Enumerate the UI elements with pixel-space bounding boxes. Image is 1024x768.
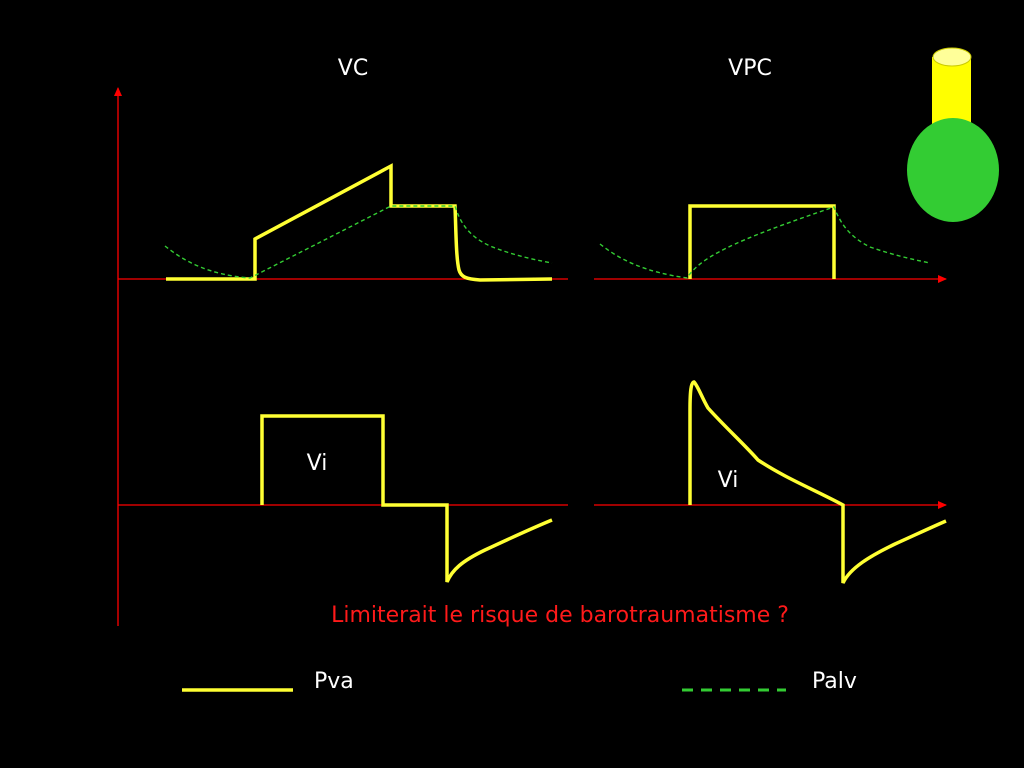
vpc-palv-curve xyxy=(599,206,931,279)
vpc-vi-label: Vi xyxy=(718,468,739,493)
lung-balloon-icon xyxy=(907,47,999,222)
vpc-pva-curve xyxy=(688,204,836,279)
vc-vi-label: Vi xyxy=(307,451,328,476)
legend-pva-label: Pva xyxy=(314,669,354,694)
question-text: Limiterait le risque de barotraumatisme … xyxy=(331,603,789,628)
vc-pva-curve xyxy=(166,163,553,282)
vc-flow-curve xyxy=(260,414,553,583)
alveolus-icon xyxy=(907,118,999,222)
vc-title: VC xyxy=(338,56,368,81)
legend: Pva Palv xyxy=(182,669,857,694)
vpc-title: VPC xyxy=(728,56,772,81)
tube-opening-icon xyxy=(932,47,972,67)
legend-palv-label: Palv xyxy=(812,669,857,694)
vpc-flow-curve xyxy=(688,380,947,584)
vc-palv-curve xyxy=(164,205,553,279)
axes xyxy=(114,87,947,626)
